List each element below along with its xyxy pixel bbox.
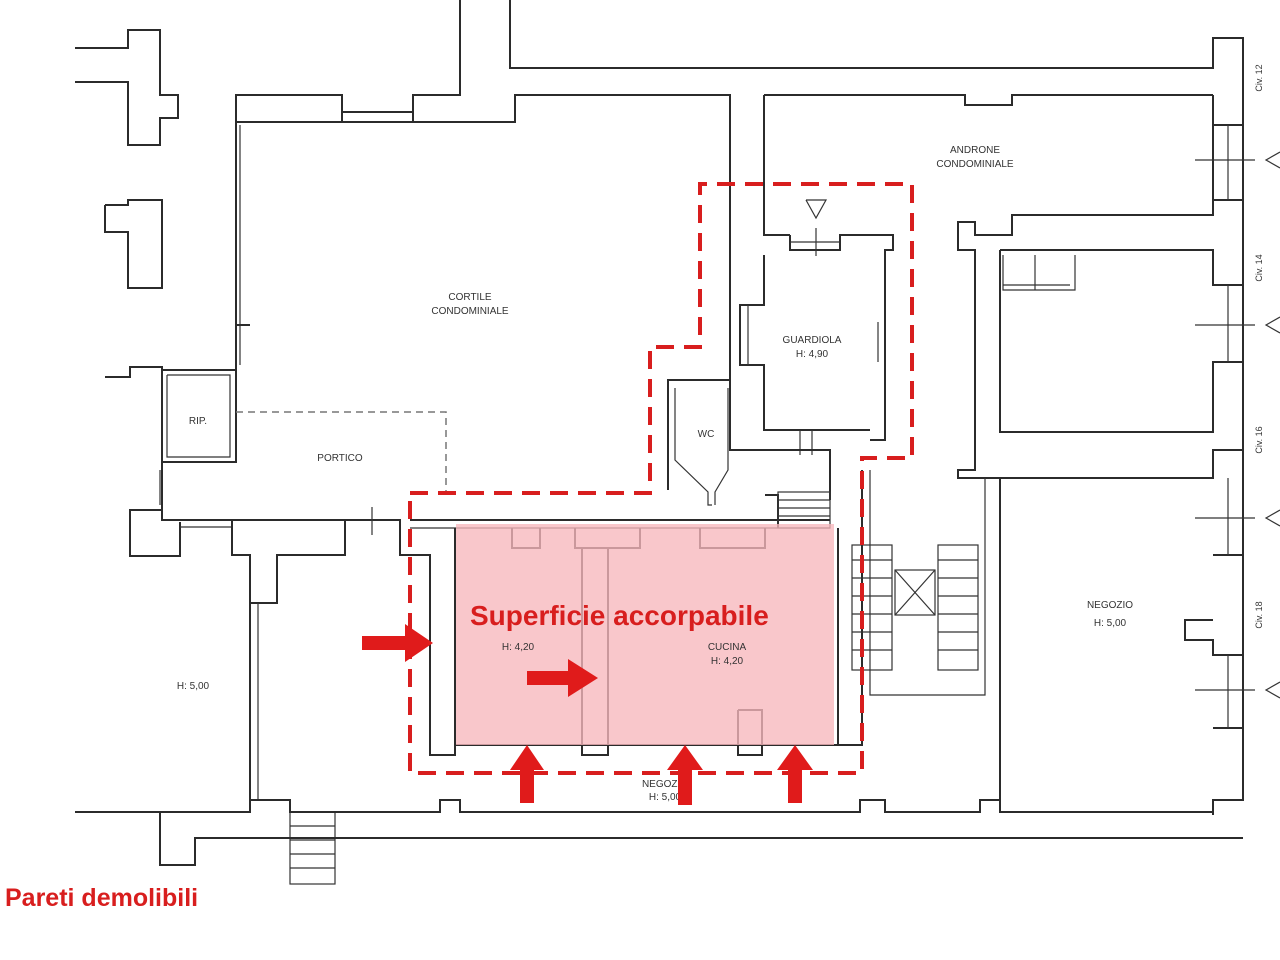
red-dashed-boundary: [408, 182, 914, 775]
negozio-bottom-label-line1: NEGOZIO: [642, 779, 688, 790]
bottom-wall: [75, 799, 1243, 866]
civ-14-label: Civ. 14: [1254, 254, 1264, 281]
arrow-right-icon: [527, 659, 598, 697]
guardiola-walls: [739, 199, 894, 455]
cucina-label-line1: CUCINA: [708, 642, 747, 653]
portico-walls: [159, 369, 447, 505]
area-annotation: Superficie accorpabile: [470, 600, 769, 631]
civ-12-label: Civ. 12: [1254, 64, 1264, 91]
wc-walls: [668, 379, 831, 506]
arrow-up-icon: [510, 745, 544, 803]
wc-label: WC: [698, 429, 715, 440]
cortile-label-line2: CONDOMINIALE: [431, 306, 509, 317]
portico-label: PORTICO: [317, 453, 363, 464]
accorpabile-area: [456, 524, 834, 745]
wall-fragments-left: [75, 29, 181, 557]
room-height-label: H: 4,20: [502, 642, 535, 653]
arrow-up-icon: [667, 745, 703, 805]
androne-walls: [763, 94, 1280, 800]
androne-label-line1: ANDRONE: [950, 145, 1000, 156]
arrow-up-icon: [777, 745, 813, 803]
civ-18-label: Civ. 18: [1254, 601, 1264, 628]
androne-label-line2: CONDOMINIALE: [936, 159, 1014, 170]
guardiola-label-line2: H: 4,90: [796, 349, 829, 360]
cucina-label-line2: H: 4,20: [711, 656, 744, 667]
rip-label: RIP.: [189, 416, 207, 427]
arrow-right-icon: [362, 624, 433, 662]
negozio-right-label-line1: NEGOZIO: [1087, 600, 1133, 611]
civ-16-label: Civ. 16: [1254, 426, 1264, 453]
guardiola-label-line1: GUARDIOLA: [783, 335, 842, 346]
walls-annotation: Pareti demolibili: [5, 884, 198, 912]
outer-walls: [235, 0, 1244, 815]
negozio-right-label-line2: H: 5,00: [1094, 618, 1127, 629]
negozio-bottom-label-line2: H: 5,00: [649, 792, 682, 803]
left-shop-height-label: H: 5,00: [177, 681, 210, 692]
cortile-label-line1: CORTILE: [448, 292, 491, 303]
stairs: [289, 470, 986, 885]
